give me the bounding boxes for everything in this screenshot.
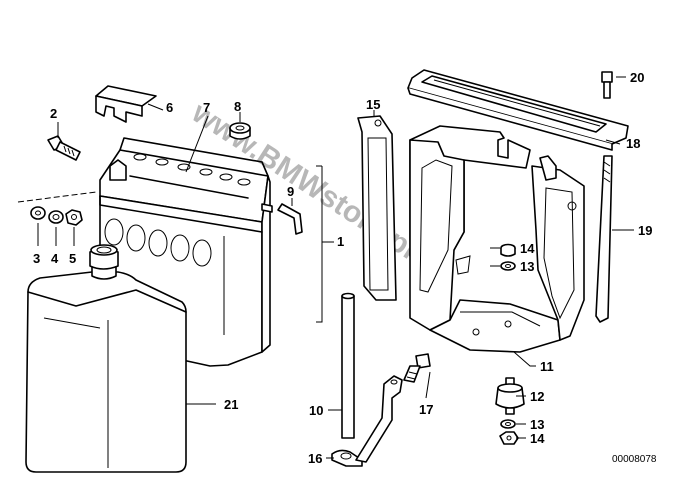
part-labels: 2 6 7 8 9 1 3 4 5 15 20 18 19 14 13 11 1…	[33, 70, 652, 466]
label-part-18: 18	[626, 136, 640, 151]
tie-rod-19	[595, 155, 613, 323]
nut-5	[65, 209, 83, 226]
battery-tray-11	[409, 125, 585, 353]
label-part-6: 6	[166, 100, 173, 115]
clamp-strap-15	[357, 115, 397, 301]
washer-13-lower	[500, 419, 516, 429]
rubber-mount-12	[495, 377, 525, 415]
label-part-13-lower: 13	[530, 417, 544, 432]
vent-elbow-9	[277, 203, 303, 235]
nut-14-lower	[499, 431, 519, 445]
cover-plate-18	[407, 69, 629, 151]
label-part-1: 1	[337, 234, 344, 249]
label-part-14-upper: 14	[520, 241, 535, 256]
washer-3	[30, 206, 46, 220]
diagram-code: 00008078	[612, 454, 657, 465]
label-part-15: 15	[366, 97, 380, 112]
label-part-7: 7	[203, 100, 210, 115]
leader-lines	[37, 76, 634, 459]
label-part-19: 19	[638, 223, 652, 238]
tube-holder-16	[331, 375, 403, 467]
label-part-3: 3	[33, 251, 40, 266]
label-part-5: 5	[69, 251, 76, 266]
bolt-20	[601, 71, 613, 99]
label-part-9: 9	[287, 184, 294, 199]
label-part-17: 17	[419, 402, 433, 417]
label-part-2: 2	[50, 106, 57, 121]
bolt-2	[47, 135, 81, 161]
terminal-cover-6	[95, 85, 157, 123]
label-part-20: 20	[630, 70, 644, 85]
label-part-10: 10	[309, 403, 323, 418]
vent-tube-10	[341, 292, 355, 439]
rubber-buffer-14-upper	[500, 243, 516, 257]
lock-washer-4	[48, 210, 64, 224]
label-part-11: 11	[540, 359, 554, 374]
label-part-14-lower: 14	[530, 431, 545, 446]
distilled-water-canister	[25, 244, 187, 473]
label-part-21: 21	[224, 397, 238, 412]
label-part-12: 12	[530, 389, 544, 404]
washer-13-upper	[500, 261, 516, 271]
vent-plug-8	[229, 122, 251, 140]
bolt-17	[403, 353, 431, 383]
label-part-13-upper: 13	[520, 259, 534, 274]
label-part-4: 4	[51, 251, 59, 266]
label-part-8: 8	[234, 99, 241, 114]
label-part-16: 16	[308, 451, 322, 466]
